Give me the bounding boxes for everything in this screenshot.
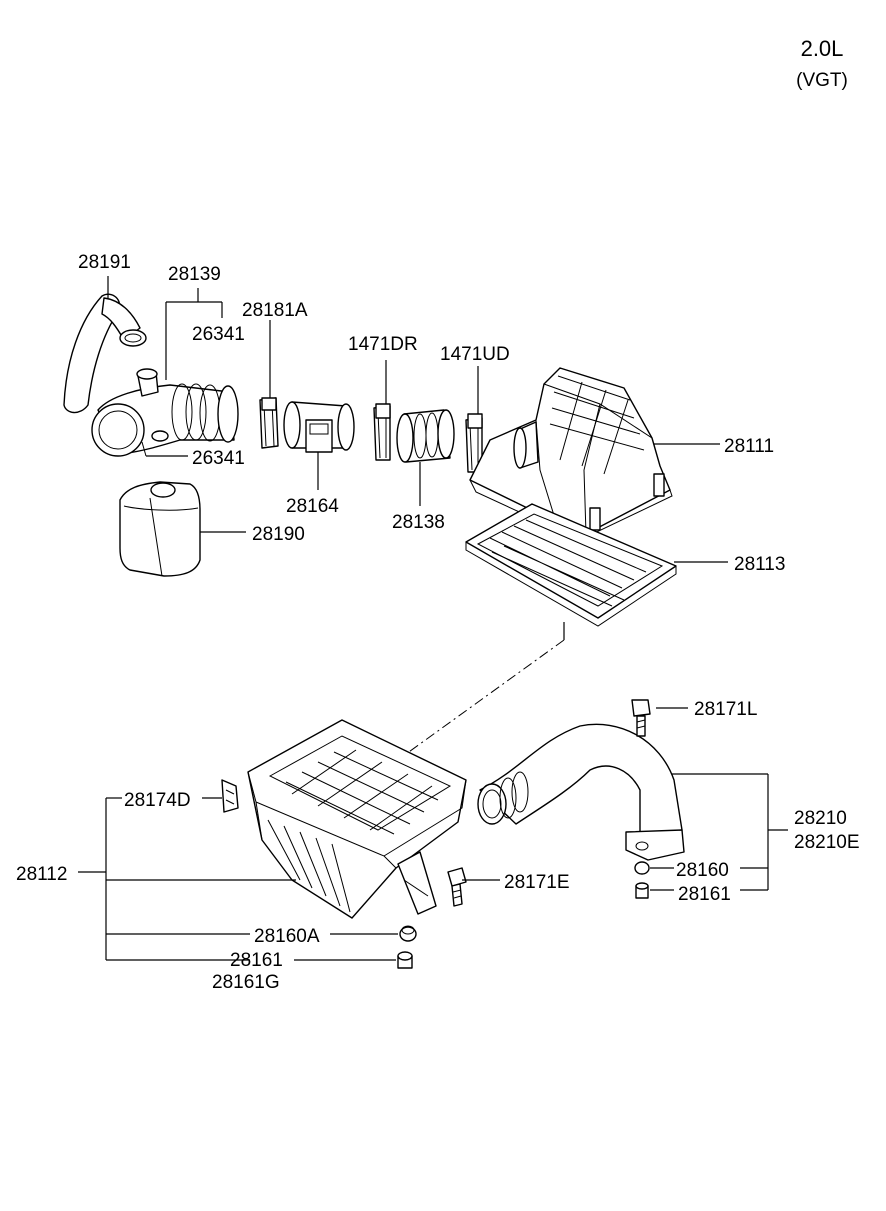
- label-1471UD: 1471UD: [440, 344, 510, 365]
- clamp-1471UD: [465, 413, 483, 473]
- label-28112: 28112: [16, 864, 67, 885]
- airflow-sensor-28164: [283, 401, 355, 453]
- leader-lines: [78, 276, 788, 961]
- label-28113: 28113: [734, 554, 785, 575]
- engine-label: 2.0L: [801, 36, 844, 61]
- label-28139: 28139: [168, 264, 221, 285]
- bushing-28161-right: [635, 882, 649, 899]
- label-28210E: 28210E: [794, 832, 860, 853]
- label-28190: 28190: [252, 524, 305, 545]
- label-1471DR: 1471DR: [348, 334, 418, 355]
- label-28160A: 28160A: [254, 926, 320, 947]
- bushing-28161: [397, 951, 413, 969]
- clamp-1471DR: [373, 403, 391, 461]
- label-26341-bottom: 26341: [192, 448, 245, 469]
- clip-28174D: [221, 779, 239, 813]
- label-28161G: 28161G: [212, 972, 280, 993]
- filter-element-28113: [465, 503, 677, 627]
- bolt-28171E: [447, 867, 467, 907]
- label-28164: 28164: [286, 496, 339, 517]
- variant-label: (VGT): [796, 70, 848, 91]
- breather-hose-28191: [63, 293, 147, 414]
- label-28160: 28160: [676, 860, 729, 881]
- bolt-28171L: [631, 699, 651, 737]
- label-28171L: 28171L: [694, 699, 757, 720]
- label-28111: 28111: [724, 436, 774, 457]
- label-26341-top: 26341: [192, 324, 245, 345]
- label-28138: 28138: [392, 512, 445, 533]
- label-28181A: 28181A: [242, 300, 308, 321]
- grommet-28160: [634, 861, 650, 875]
- label-28171E: 28171E: [504, 872, 570, 893]
- air-cleaner-cover-28111: [469, 367, 673, 541]
- label-28191: 28191: [78, 252, 131, 273]
- clamp-28181A: [259, 397, 279, 449]
- air-cleaner-body-28112: [247, 719, 467, 919]
- resonator-28190: [119, 481, 201, 577]
- intake-duct-28139: [91, 368, 239, 457]
- intake-duct-28210: [477, 723, 685, 861]
- label-28161-left: 28161: [230, 950, 283, 971]
- label-28210: 28210: [794, 808, 847, 829]
- intake-hose-28138: [396, 409, 455, 463]
- grommet-28160A: [399, 925, 417, 942]
- label-28161-right: 28161: [678, 884, 731, 905]
- label-28174D: 28174D: [124, 790, 191, 811]
